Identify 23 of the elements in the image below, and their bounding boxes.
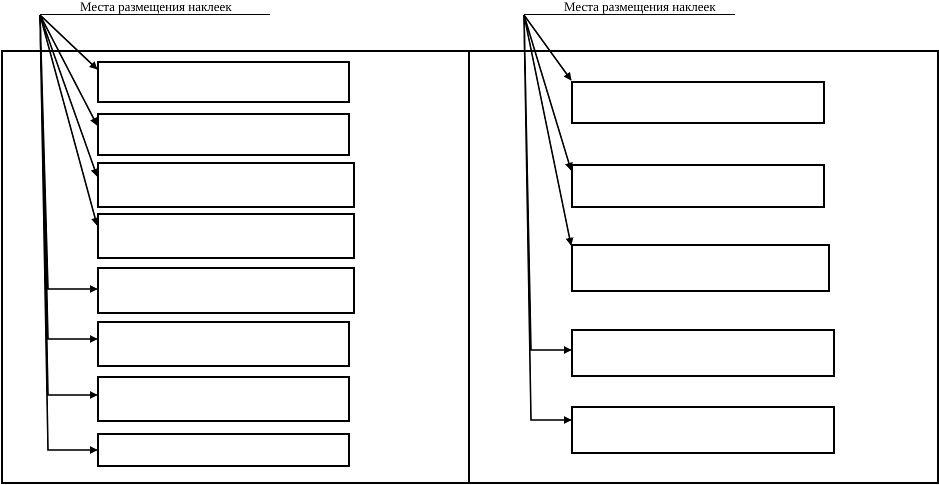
sticker-area [97, 267, 355, 314]
callout-label: Места размещения наклеек [40, 0, 270, 15]
panel-frame [1, 50, 470, 484]
sticker-area [97, 113, 350, 156]
sticker-area [97, 376, 350, 422]
sticker-area [571, 244, 830, 292]
sticker-area [97, 213, 355, 259]
leader-arrow [523, 14, 572, 81]
panel-frame [468, 50, 939, 484]
sticker-area [571, 81, 825, 124]
leader-arrow [523, 14, 572, 424]
sticker-area [97, 162, 355, 208]
leader-arrow [39, 14, 98, 126]
sticker-area [97, 433, 350, 467]
leader-arrow [39, 14, 98, 70]
sticker-area [571, 329, 835, 377]
sticker-area [97, 321, 350, 367]
callout-label: Места размещения наклеек [524, 0, 735, 15]
leader-arrow [523, 14, 574, 246]
sticker-area [571, 406, 835, 454]
sticker-area [97, 61, 350, 103]
sticker-area [571, 164, 825, 208]
leader-arrow [523, 14, 573, 171]
